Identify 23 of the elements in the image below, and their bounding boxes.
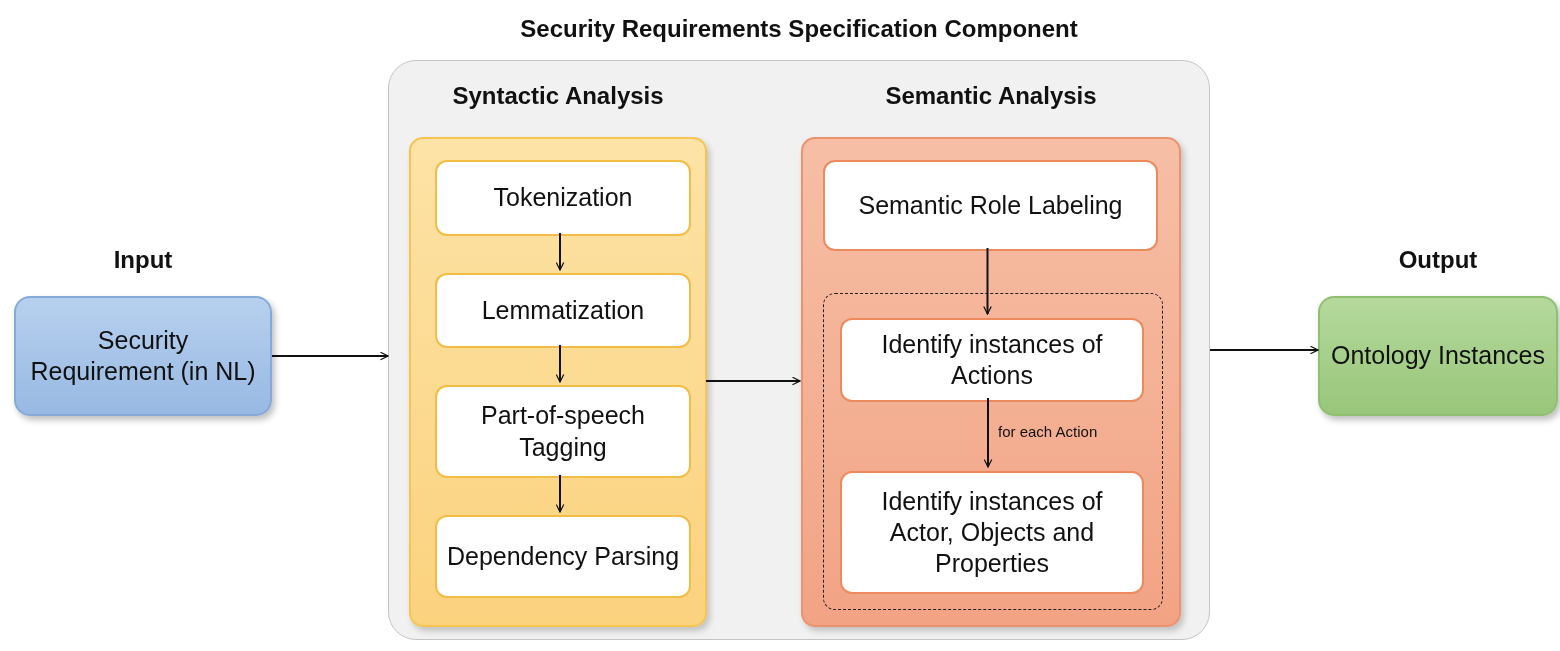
group-heading: Output <box>1397 246 1479 274</box>
process-box: Part-of-speech Tagging <box>435 385 691 478</box>
process-box: Identify instances of Actions <box>840 318 1144 402</box>
box-label: Ontology Instances <box>1331 340 1545 372</box>
process-box: Lemmatization <box>435 273 691 348</box>
group-heading: Security Requirements Specification Component <box>519 15 1079 43</box>
group-heading: Syntactic Analysis <box>451 81 665 111</box>
arrow <box>705 376 801 386</box>
edge-label: for each Action <box>998 422 1098 440</box>
process-box: Semantic Role Labeling <box>823 160 1158 251</box>
group-heading: Semantic Analysis <box>884 81 1098 111</box>
process-box: Identify instances of Actor, Objects and Properties <box>840 471 1144 594</box>
box-label: Security Requirement (in NL) <box>29 324 257 387</box>
arrow <box>555 232 565 271</box>
arrow <box>555 344 565 383</box>
arrow <box>983 247 992 315</box>
process-box: Dependency Parsing <box>435 515 691 598</box>
arrow <box>271 351 389 361</box>
arrow <box>555 474 565 513</box>
group-heading: Input <box>112 246 174 274</box>
arrow <box>983 397 993 468</box>
arrow <box>1209 345 1319 355</box>
process-box: Tokenization <box>435 160 691 236</box>
